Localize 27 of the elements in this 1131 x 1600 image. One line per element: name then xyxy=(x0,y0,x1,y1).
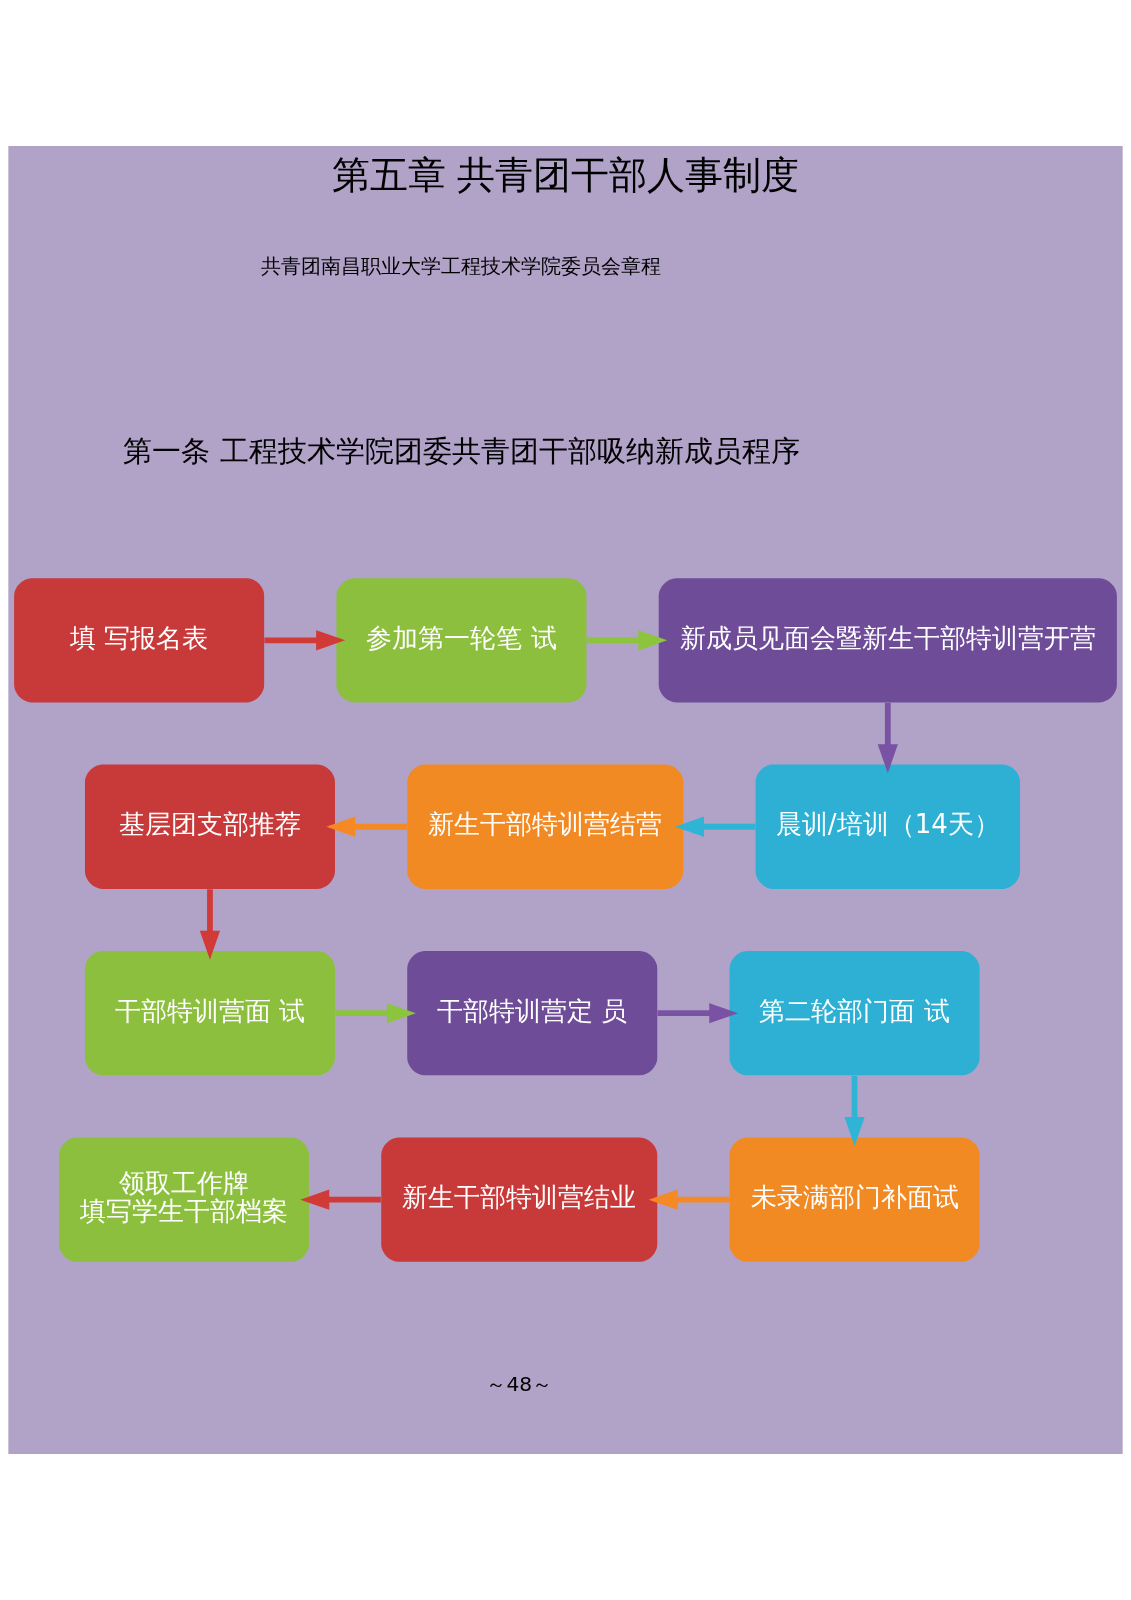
node-box: 新成员见面会暨新生干部特训营开营 xyxy=(658,578,1117,703)
arrow xyxy=(264,630,346,651)
node-box: 干部特训营定 员 xyxy=(407,951,658,1076)
node-box: 干部特训营面 试 xyxy=(84,951,335,1076)
node-box: 新生干部特训营结营 xyxy=(407,764,684,889)
arrow xyxy=(199,889,221,960)
label: ～48～ xyxy=(486,1372,553,1397)
node-box: 领取工作牌 填写学生干部档案 xyxy=(58,1137,309,1262)
arrow xyxy=(657,1003,739,1024)
arrow xyxy=(586,630,668,651)
node-box: 新生干部特训营结业 xyxy=(381,1137,658,1262)
arrow xyxy=(335,1003,416,1024)
node-box: 填 写报名表 xyxy=(14,578,265,703)
arrow xyxy=(675,816,756,837)
label: 共青团南昌职业大学工程技术学院委员会章程 xyxy=(261,253,662,278)
node-box: 晨训/培训（14天） xyxy=(755,764,1021,889)
arrow xyxy=(844,1075,865,1147)
node-box: 未录满部门补面试 xyxy=(729,1137,980,1262)
arrow xyxy=(326,816,407,837)
label: 第一条 工程技术学院团委共青团干部吸纳新成员程序 xyxy=(123,434,800,469)
arrow xyxy=(300,1189,381,1210)
diagram-title: 第五章 共青团干部人事制度 xyxy=(331,152,800,197)
node-box: 基层团支部推荐 xyxy=(84,764,335,889)
arrow xyxy=(877,702,898,774)
node-box: 参加第一轮笔 试 xyxy=(336,578,587,703)
node-box: 第二轮部门面 试 xyxy=(729,951,980,1076)
arrow xyxy=(648,1189,730,1210)
